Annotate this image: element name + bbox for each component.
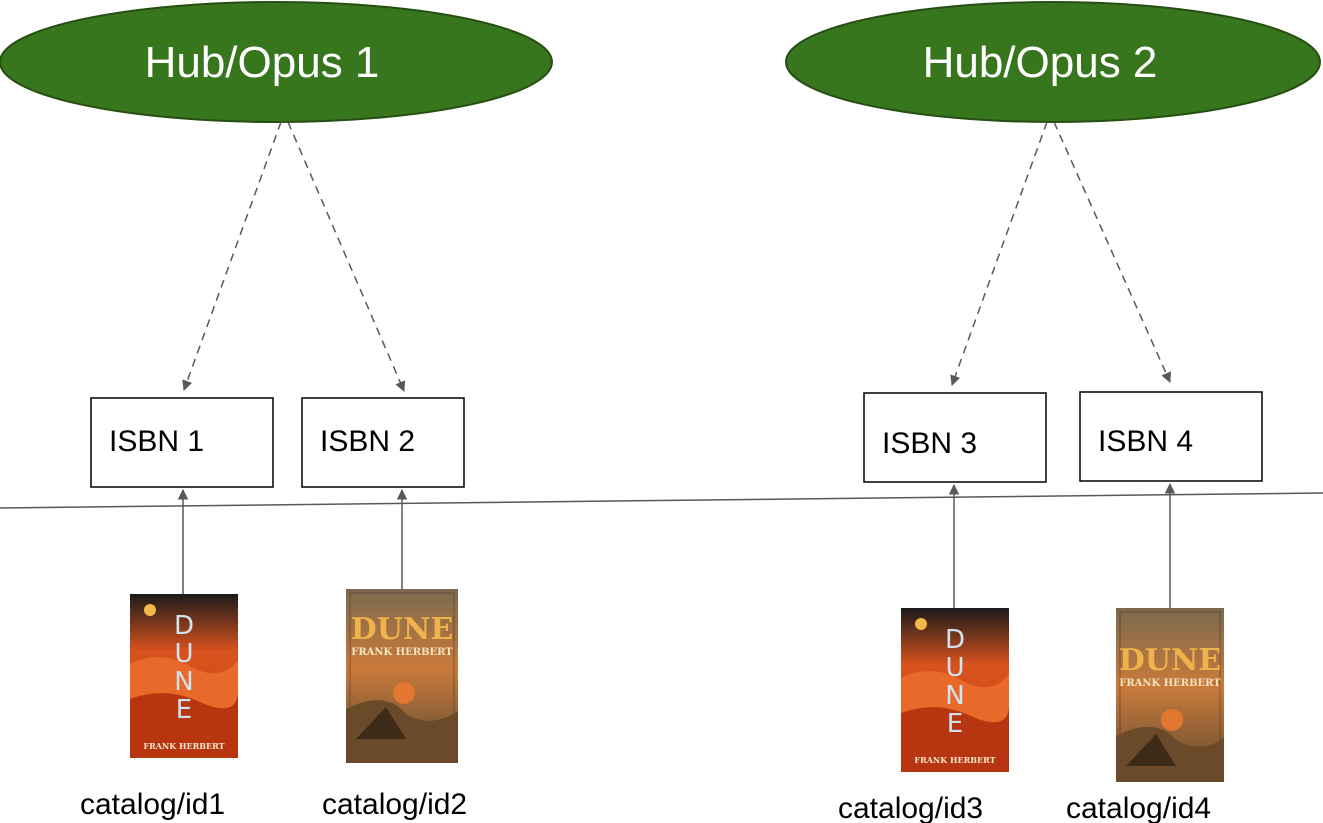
cover-author: FRANK HERBERT bbox=[914, 755, 995, 765]
svg-text:N: N bbox=[174, 667, 193, 697]
catalog-label-1: catalog/id1 bbox=[80, 788, 225, 821]
svg-text:E: E bbox=[947, 709, 963, 739]
hub-label: Hub/Opus 2 bbox=[923, 38, 1158, 87]
isbn-box-2: ISBN 2 bbox=[301, 397, 465, 488]
book-cover-image-3: D U N E FRANK HERBERT bbox=[901, 608, 1009, 772]
svg-text:E: E bbox=[176, 695, 192, 725]
dashed-arrow-hub2-isbn4 bbox=[1053, 121, 1171, 383]
svg-text:N: N bbox=[945, 681, 964, 711]
book-cover-image-1: D U N E FRANK HERBERT bbox=[130, 594, 238, 758]
catalog-label-4: catalog/id4 bbox=[1066, 792, 1211, 823]
dashed-arrow-hub1-isbn1 bbox=[182, 121, 282, 391]
svg-text:U: U bbox=[945, 653, 964, 683]
divider-line bbox=[0, 492, 1323, 509]
cover-title: DUNE bbox=[1119, 643, 1221, 678]
hub-label: Hub/Opus 1 bbox=[145, 38, 380, 87]
cover-author: FRANK HERBERT bbox=[1119, 678, 1221, 689]
hub-node-1: Hub/Opus 1 bbox=[0, 1, 553, 123]
isbn-label: ISBN 2 bbox=[320, 425, 415, 458]
dashed-arrow-hub2-isbn3 bbox=[950, 121, 1048, 386]
isbn-label: ISBN 4 bbox=[1098, 425, 1193, 458]
catalog-label-3: catalog/id3 bbox=[838, 792, 983, 823]
svg-text:D: D bbox=[945, 625, 965, 655]
isbn-box-4: ISBN 4 bbox=[1079, 391, 1263, 482]
isbn-label: ISBN 1 bbox=[109, 425, 204, 458]
catalog-label-2: catalog/id2 bbox=[322, 788, 467, 821]
hub-node-2: Hub/Opus 2 bbox=[785, 1, 1321, 123]
svg-text:U: U bbox=[174, 639, 193, 669]
cover-author: FRANK HERBERT bbox=[351, 647, 453, 658]
cover-title: DUNE bbox=[351, 612, 453, 647]
svg-text:D: D bbox=[174, 611, 194, 641]
book-cover-image-2: DUNE FRANK HERBERT bbox=[346, 589, 458, 763]
book-cover-image-4: DUNE FRANK HERBERT bbox=[1116, 608, 1224, 782]
dashed-arrow-hub1-isbn2 bbox=[287, 121, 406, 392]
isbn-box-3: ISBN 3 bbox=[863, 392, 1047, 483]
cover-author: FRANK HERBERT bbox=[143, 741, 224, 751]
isbn-label: ISBN 3 bbox=[882, 427, 977, 460]
isbn-box-1: ISBN 1 bbox=[90, 397, 274, 488]
